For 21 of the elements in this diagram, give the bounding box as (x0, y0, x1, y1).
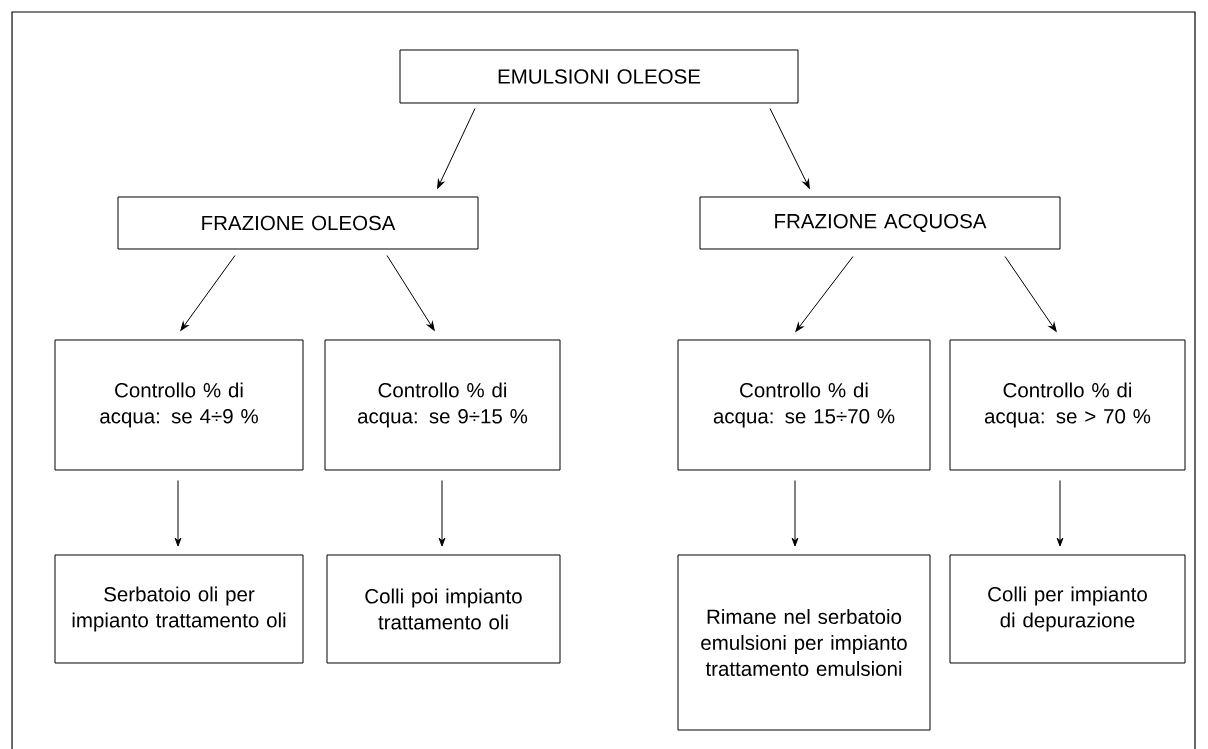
arrow (174, 480, 182, 547)
process-box: Controllo % di acqua: se 9÷15 % (324, 339, 561, 471)
arrow (769, 108, 810, 189)
process-box: FRAZIONE OLEOSA (117, 196, 479, 250)
arrow (795, 256, 854, 332)
arrow (180, 255, 236, 331)
arrow (386, 255, 435, 331)
process-box: Colli per impianto di depurazione (949, 554, 1186, 664)
process-box: Serbatoio oli per impianto trattamento oli (54, 554, 304, 664)
arrow (1056, 480, 1064, 547)
process-box: Controllo % di acqua: se 4÷9 % (54, 339, 304, 471)
process-box: Controllo % di acqua: se > 70 % (949, 339, 1186, 471)
process-box: FRAZIONE ACQUOSA (699, 196, 1061, 250)
arrow (791, 480, 799, 547)
process-box: Colli poi impianto trattamento oli (326, 554, 561, 664)
arrow (438, 480, 446, 547)
process-box: EMULSIONI OLEOSE (399, 49, 799, 104)
process-box: Controllo % di acqua: se 15÷70 % (677, 339, 931, 471)
arrow (437, 108, 476, 189)
arrow (1004, 256, 1057, 332)
process-box: Rimane nel serbatoio emulsioni per impianto trattamento emulsioni (677, 554, 931, 731)
